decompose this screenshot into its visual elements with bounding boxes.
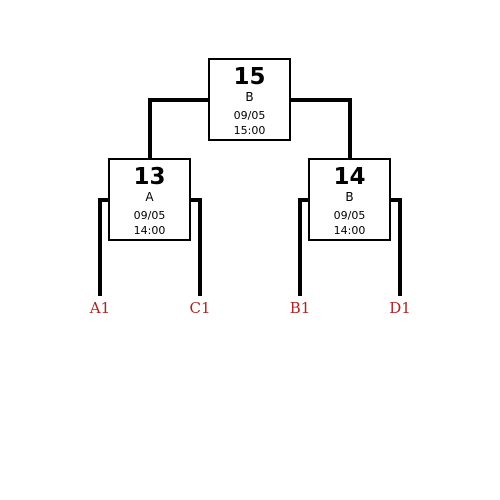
connector-semi-right-b1: [298, 198, 309, 296]
match-date: 09/05: [233, 109, 266, 122]
match-date: 09/05: [333, 209, 366, 222]
match-time: 14:00: [333, 224, 366, 237]
match-semifinal-right[interactable]: 14 B 09/05 14:00: [308, 158, 391, 241]
match-time: 14:00: [133, 224, 166, 237]
match-date: 09/05: [133, 209, 166, 222]
connector-final-left: [148, 98, 209, 160]
connector-semi-left-a1: [98, 198, 109, 296]
match-number: 14: [333, 164, 366, 190]
match-semifinal-left[interactable]: 13 A 09/05 14:00: [108, 158, 191, 241]
match-time: 15:00: [233, 124, 266, 137]
match-venue: B: [245, 90, 254, 104]
connector-semi-left-c1: [191, 198, 202, 296]
seed-label-a1: A1: [89, 299, 111, 317]
match-number: 13: [133, 164, 166, 190]
connector-semi-right-d1: [391, 198, 402, 296]
connector-final-right: [291, 98, 352, 160]
match-venue: B: [345, 190, 354, 204]
seed-label-c1: C1: [189, 299, 211, 317]
seed-label-d1: D1: [389, 299, 411, 317]
match-venue: A: [145, 190, 154, 204]
match-number: 15: [233, 64, 266, 90]
seed-label-b1: B1: [289, 299, 311, 317]
match-final[interactable]: 15 B 09/05 15:00: [208, 58, 291, 141]
